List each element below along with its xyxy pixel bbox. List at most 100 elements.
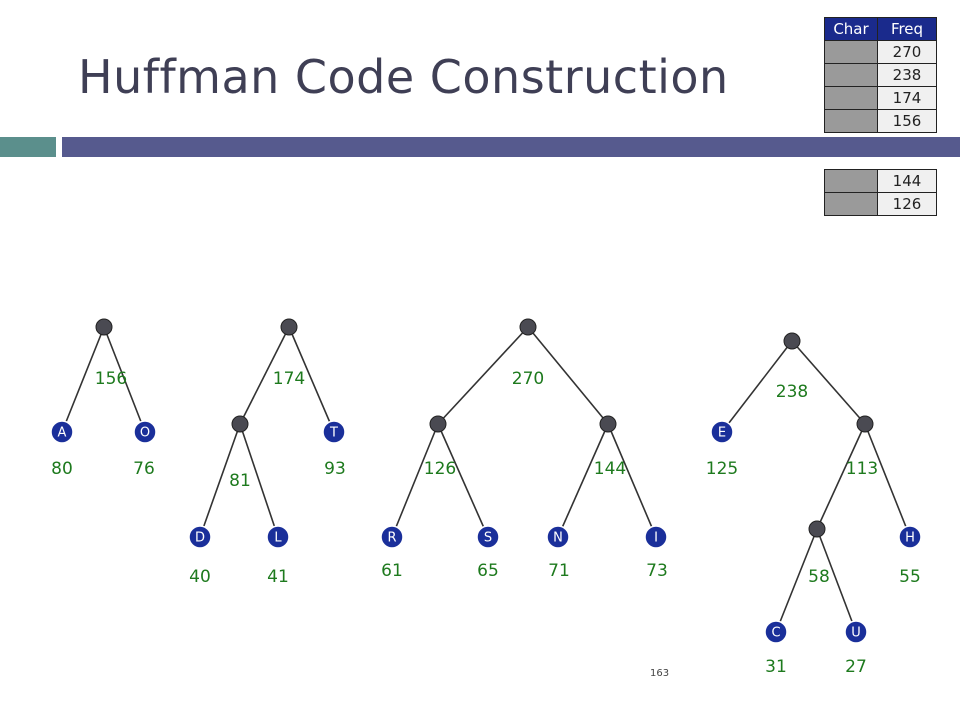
table-row: 144 [824, 169, 937, 193]
tree-inner-node [856, 415, 874, 433]
weight-label: 71 [548, 561, 570, 581]
leaf-label: C [771, 626, 780, 641]
leaf-circle [710, 420, 734, 444]
tree-edge [437, 423, 489, 538]
leaf-label: S [484, 531, 492, 546]
weight-label: 126 [424, 459, 456, 479]
table-row: 156 [824, 109, 937, 133]
weight-label: 27 [845, 657, 867, 677]
tree-leaf-node-t: T [322, 420, 346, 444]
char-cell [824, 109, 878, 133]
tree-leaf-node-h: H [898, 525, 922, 549]
leaf-circle [644, 525, 668, 549]
weight-label: 80 [51, 459, 73, 479]
leaf-label: I [654, 531, 658, 546]
weight-label: 156 [95, 369, 127, 389]
leaf-label: A [58, 426, 67, 441]
tree-edge [437, 326, 529, 425]
tree-inner-node [519, 318, 537, 336]
page-number: 163 [650, 668, 670, 679]
weight-label: 73 [646, 561, 668, 581]
leaf-circle [898, 525, 922, 549]
tree-leaf-node-n: N [546, 525, 570, 549]
tree-edge [816, 528, 857, 633]
tree-leaf-node-u: U [844, 620, 868, 644]
weight-label: 76 [133, 459, 155, 479]
leaf-label: O [140, 426, 150, 441]
table-row: 174 [824, 86, 937, 110]
leaf-circle [133, 420, 157, 444]
weight-label: 113 [846, 459, 878, 479]
tree-edge [103, 326, 146, 433]
tree-inner-node [231, 415, 249, 433]
weight-label: 93 [324, 459, 346, 479]
char-cell [824, 169, 878, 193]
freq-cell: 156 [877, 109, 937, 133]
tree-edge [288, 326, 335, 433]
weight-label: 270 [512, 369, 544, 389]
freq-cell: 174 [877, 86, 937, 110]
tree-edge [607, 423, 657, 538]
tree-edge [721, 340, 793, 433]
leaf-circle [322, 420, 346, 444]
accent-bar-teal [0, 137, 56, 157]
leaf-label: T [329, 426, 338, 441]
weight-label: 40 [189, 567, 211, 587]
weight-label: 58 [808, 567, 830, 587]
frequency-table-bottom: 144 126 [824, 169, 937, 216]
table-row: 126 [824, 192, 937, 216]
tree-leaf-node-i: I [644, 525, 668, 549]
tree-leaf-node-r: R [380, 525, 404, 549]
leaf-circle [266, 525, 290, 549]
tree-leaf-node-s: S [476, 525, 500, 549]
char-cell [824, 192, 878, 216]
tree-edge [816, 423, 866, 530]
tree-leaf-node-e: E [710, 420, 734, 444]
leaf-label: E [718, 426, 726, 441]
freq-cell: 144 [877, 169, 937, 193]
tree-edge [239, 326, 290, 425]
leaf-circle [764, 620, 788, 644]
leaf-label: D [195, 531, 205, 546]
tree-inner-node [599, 415, 617, 433]
weight-label: 81 [229, 471, 251, 491]
tree-leaf-node-a: A [50, 420, 74, 444]
tree-edge [239, 423, 279, 538]
leaf-circle [380, 525, 404, 549]
tree-leaf-node-l: L [266, 525, 290, 549]
weight-label: 144 [594, 459, 626, 479]
tree-edge [864, 423, 911, 538]
tree-edge [527, 326, 609, 425]
tree-inner-node [783, 332, 801, 350]
char-cell [824, 40, 878, 64]
leaf-circle [476, 525, 500, 549]
leaf-circle [844, 620, 868, 644]
leaf-label: N [553, 531, 563, 546]
table-header-row: Char Freq [824, 17, 937, 41]
tree-edge [775, 528, 818, 633]
tree-leaf-node-o: O [133, 420, 157, 444]
weight-label: 31 [765, 657, 787, 677]
tree-edge [199, 423, 241, 538]
slide-title: Huffman Code Construction [78, 50, 729, 104]
weight-label: 61 [381, 561, 403, 581]
tree-edge [391, 423, 439, 538]
leaf-label: L [274, 531, 282, 546]
weight-label: 41 [267, 567, 289, 587]
leaf-label: R [387, 531, 396, 546]
frequency-table-top: Char Freq 270 238 174 156 [824, 17, 937, 133]
tree-leaf-node-c: C [764, 620, 788, 644]
tree-inner-node [808, 520, 826, 538]
char-header: Char [824, 17, 878, 41]
tree-edge [557, 423, 609, 538]
leaf-circle [188, 525, 212, 549]
tree-inner-node [429, 415, 447, 433]
tree-leaf-node-d: D [188, 525, 212, 549]
tree-edge [791, 340, 866, 425]
weight-label: 55 [899, 567, 921, 587]
accent-bar-purple [62, 137, 960, 157]
weight-label: 65 [477, 561, 499, 581]
tree-edge [61, 326, 105, 433]
freq-cell: 126 [877, 192, 937, 216]
